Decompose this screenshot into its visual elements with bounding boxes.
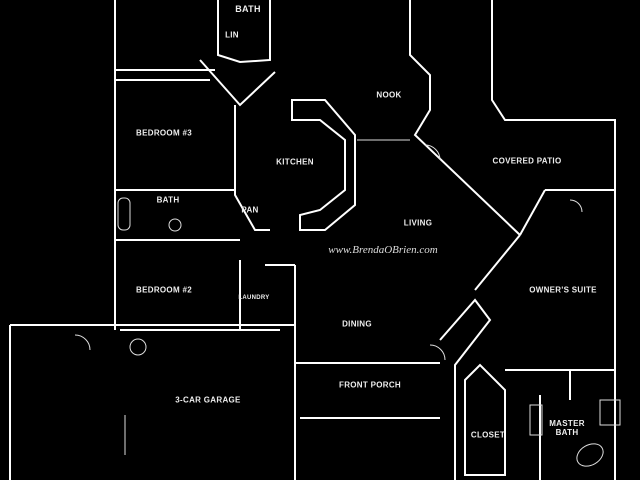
room-label-master-bath: MASTER BATH <box>549 419 585 437</box>
room-label-closet: CLOSET <box>470 430 506 440</box>
room-label-bath: BATH <box>156 195 180 205</box>
walls <box>9 0 621 480</box>
room-label-bath-top: BATH <box>235 4 261 14</box>
room-label-dining: DINING <box>342 319 372 329</box>
room-label-bedroom-2: BEDROOM #2 <box>136 285 192 295</box>
room-label-living: LIVING <box>403 218 433 228</box>
room-label-kitchen: KITCHEN <box>276 157 314 167</box>
room-label-linen: LIN <box>225 30 239 40</box>
room-label-front-porch: FRONT PORCH <box>339 380 401 390</box>
room-label-owners-suite: OWNER'S SUITE <box>529 285 597 295</box>
room-label-laundry: LAUNDRY <box>238 295 270 301</box>
room-label-covered-patio: COVERED PATIO <box>492 156 562 166</box>
room-label-pantry: PAN <box>241 205 259 215</box>
watermark: www.BrendaOBrien.com <box>328 244 438 256</box>
room-label-bedroom-3: BEDROOM #3 <box>136 128 192 138</box>
room-label-nook: NOOK <box>376 90 402 100</box>
room-label-garage: 3-CAR GARAGE <box>175 395 241 405</box>
